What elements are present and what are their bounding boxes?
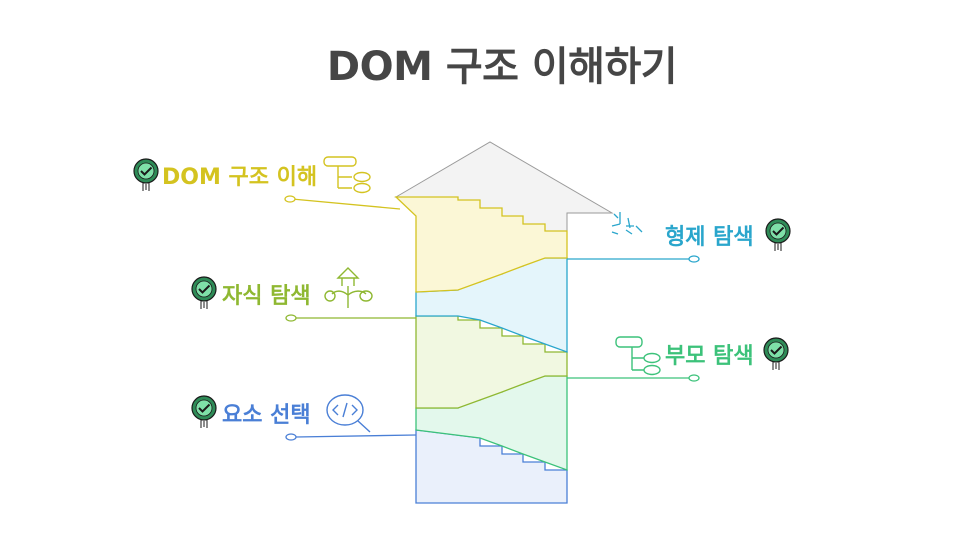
connector-child [285, 314, 416, 322]
parent-node-icon [615, 336, 661, 376]
connector-sibling [567, 255, 700, 263]
step-label-child: 자식 탐색 [222, 284, 311, 309]
connector-parent [567, 374, 700, 382]
step-label-parent: 부모 탐색 [665, 344, 754, 369]
code-search-icon [326, 394, 371, 433]
step-label-sibling: 형제 탐색 [665, 225, 754, 250]
stair-segment-child [415, 315, 568, 409]
tree-branch-icon [324, 267, 373, 308]
connector-dom [284, 195, 401, 210]
sibling-sketch-icon [611, 212, 643, 235]
check-badge-icon [191, 276, 217, 309]
step-label-select: 요소 선택 [222, 403, 311, 428]
check-badge-icon [763, 337, 789, 370]
check-badge-icon [765, 218, 791, 251]
check-badge-icon [133, 158, 159, 191]
hierarchy-diagram-icon [323, 156, 371, 194]
page-title: DOM 구조 이해하기 [326, 44, 678, 90]
step-label-dom-structure: DOM 구조 이해 [162, 165, 318, 190]
connector-select [285, 433, 417, 441]
stair-segment-dom [394, 196, 568, 293]
check-badge-icon [191, 395, 217, 428]
